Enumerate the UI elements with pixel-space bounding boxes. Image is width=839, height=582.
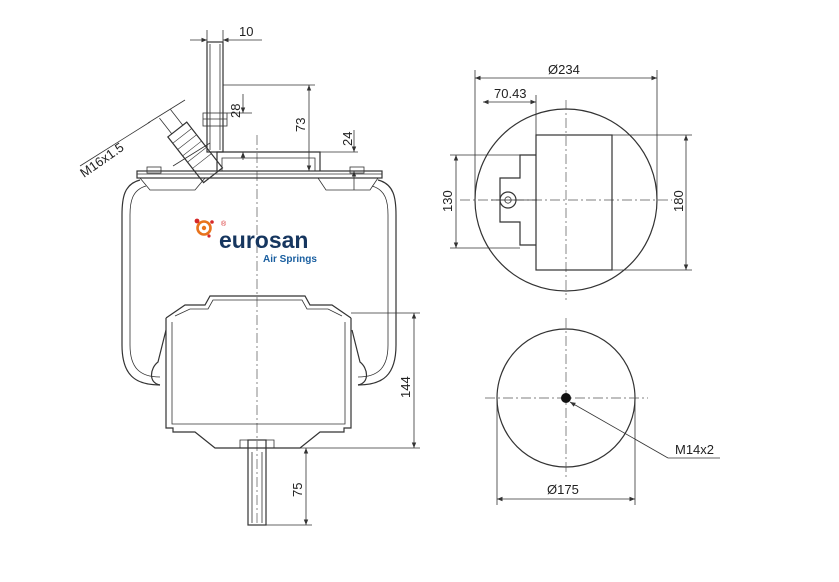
top-stud [206, 41, 224, 153]
bottom-stud [247, 439, 267, 526]
dim-top-dia: Ø234 [548, 62, 580, 77]
piston [165, 318, 352, 449]
dim-bottom-dia: Ø175 [547, 482, 579, 497]
top-view: Ø234 70.43 130 180 [440, 62, 692, 300]
side-view: M16x1.5 10 28 73 24 144 75 [77, 24, 420, 526]
air-fitting [159, 109, 224, 184]
thread-label: M16x1.5 [77, 140, 126, 181]
bottom-view: M14x2 Ø175 [485, 318, 720, 505]
piston-cap [165, 295, 352, 319]
dim-144: 144 [398, 376, 413, 398]
dim-bottom-thread: M14x2 [675, 442, 714, 457]
dim-75: 75 [290, 483, 305, 497]
dim-180: 180 [671, 190, 686, 212]
brand-registered: ® [221, 220, 227, 228]
eurosan-logo: eurosan ® Air Springs [194, 218, 317, 265]
top-plate-boss [216, 151, 321, 171]
brand-tagline: Air Springs [263, 254, 317, 265]
brand-name: eurosan [219, 227, 308, 253]
bellows-left-outer [121, 179, 161, 386]
dim-130: 130 [440, 190, 455, 212]
dim-10: 10 [239, 24, 253, 39]
dim-73: 73 [293, 118, 308, 132]
logo-mark [194, 218, 214, 238]
dim-28: 28 [228, 104, 243, 118]
top-plate-outline [535, 134, 613, 271]
top-plate [136, 170, 383, 179]
dim-offset: 70.43 [494, 86, 527, 101]
bellows-right-outer [357, 179, 397, 386]
center-hole [561, 393, 571, 403]
dim-24: 24 [340, 132, 355, 146]
